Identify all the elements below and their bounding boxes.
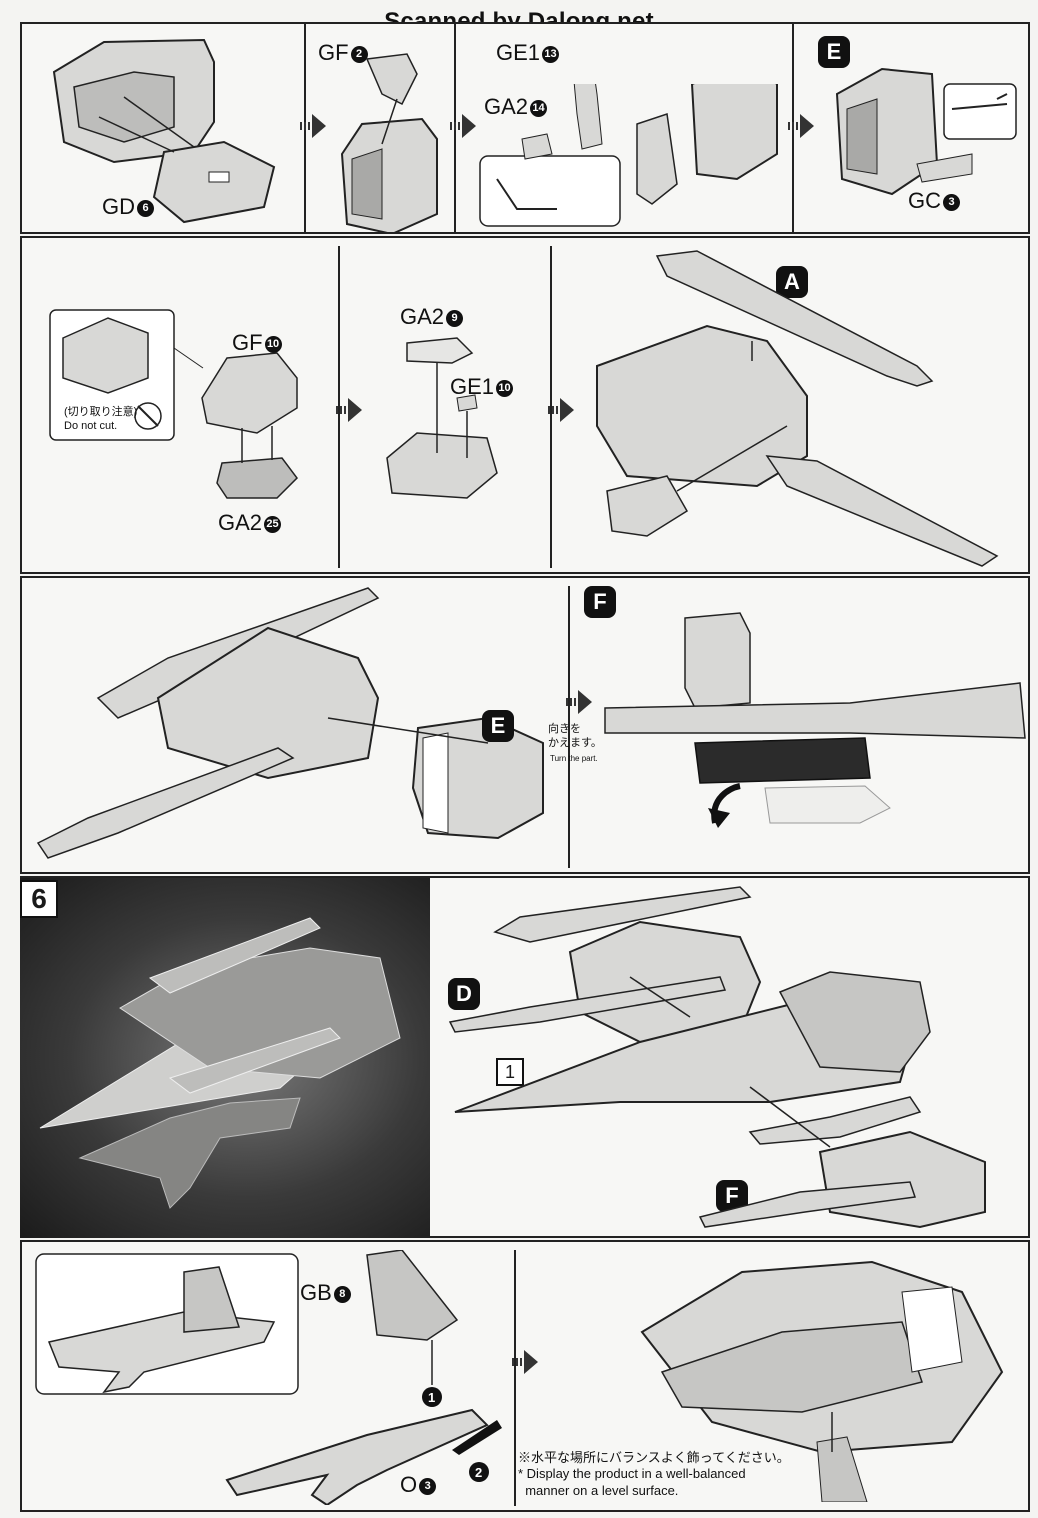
nozzle-assembly-illustration: [386, 337, 498, 499]
shoulder-armor-illustration: [340, 53, 438, 232]
shoulder-part-illustration: [52, 38, 276, 224]
next-step-arrow: [548, 398, 574, 422]
inset-detail-box: [479, 84, 778, 227]
part-number-box: 1: [496, 1058, 524, 1086]
completed-ship-photo-illustration: [39, 917, 401, 1209]
nozzle-part-illustration: [201, 352, 298, 499]
row3-panel: E 向きを かえます。 Turn the part. F: [20, 576, 1030, 874]
side-view-assembly-illustration: [604, 612, 1026, 828]
caution-note-en: Do not cut.: [64, 420, 118, 432]
final-combination-illustration: [448, 886, 986, 1229]
order-1-marker: 1: [428, 1390, 435, 1405]
stand-inset-illustration: [35, 1253, 299, 1395]
backpack-wings-illustration: [36, 587, 544, 859]
display-note-en: * Display the product in a well-balanced…: [518, 1466, 746, 1498]
next-step-arrow: [566, 690, 592, 714]
backpack-unit-illustration: [596, 250, 999, 567]
display-note-jp: ※水平な場所にバランスよく飾ってください。: [518, 1450, 790, 1465]
next-step-arrow: [300, 114, 326, 138]
display-on-stand-illustration: [640, 1260, 1004, 1502]
step-number: 6: [20, 880, 58, 918]
assembly-badge-e: E: [482, 710, 514, 742]
order-2-marker: 2: [475, 1465, 482, 1480]
next-step-arrow: [788, 114, 814, 138]
sub-assembly-e-illustration: [835, 67, 1017, 196]
assembly-badge-f: F: [584, 586, 616, 618]
assembly-badge-e: E: [818, 36, 850, 68]
stand-assembly-illustration: 1 2: [225, 1250, 502, 1505]
completed-photo: [20, 878, 430, 1238]
caution-note-jp: (切り取り注意): [64, 406, 138, 418]
next-step-arrow: [512, 1350, 538, 1374]
assembly-badge-d: D: [448, 978, 480, 1010]
assembly-badge-a: A: [776, 266, 808, 298]
next-step-arrow: [336, 398, 362, 422]
caution-inset: [49, 309, 204, 441]
turn-note-en: Turn the part.: [550, 754, 598, 763]
next-step-arrow: [450, 114, 476, 138]
turn-note-jp: 向きを かえます。: [548, 723, 602, 750]
